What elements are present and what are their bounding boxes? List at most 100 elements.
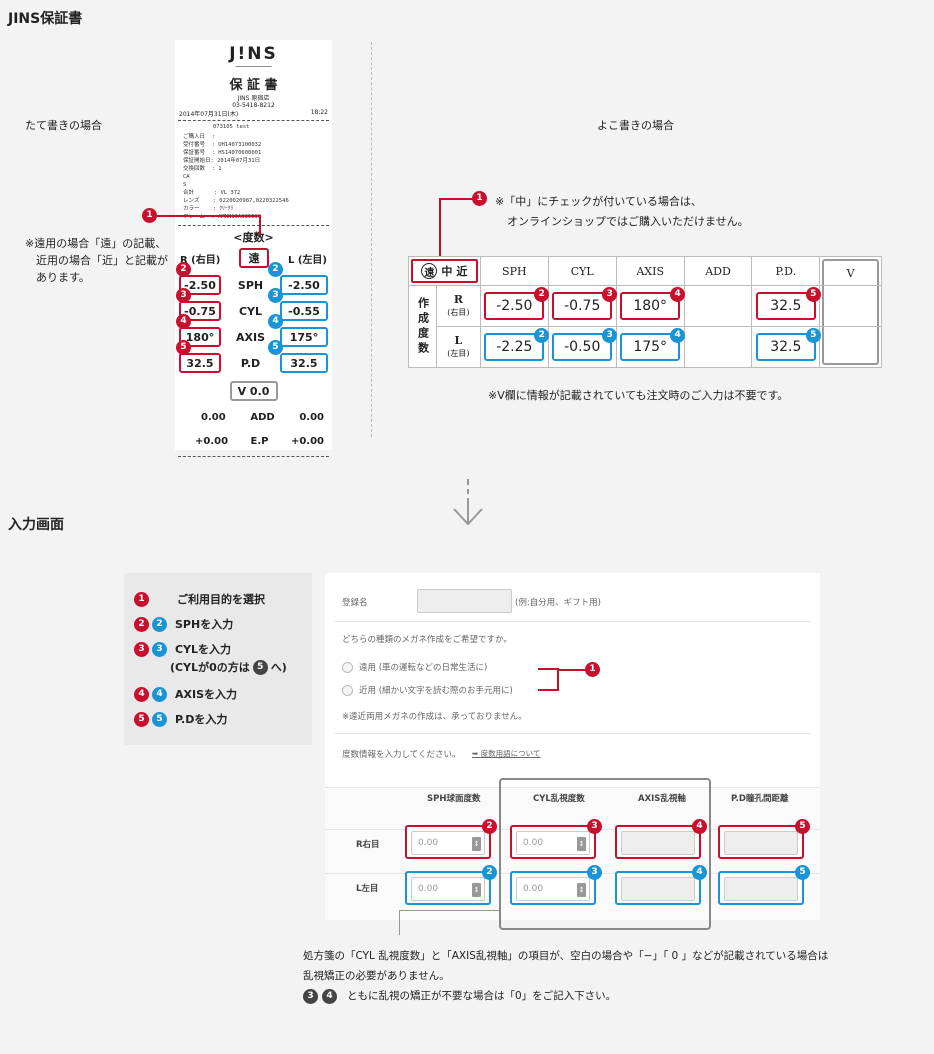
l-cyl-input[interactable]: 0.00↕	[516, 877, 590, 901]
header-v-cell: V	[819, 256, 882, 286]
degree-prompt: 度数情報を入力してください。	[342, 750, 461, 760]
ep-r-value: +0.00	[195, 436, 229, 447]
no-bifocal-note: ※遠近両用メガネの作成は、承っておりません。	[342, 712, 527, 722]
r-axis-input[interactable]	[621, 831, 695, 855]
receipt-divider	[178, 225, 329, 226]
receipt-detail-line: 合計 : VL 372	[183, 190, 241, 196]
step-text: P.Dを入力	[175, 713, 228, 726]
bottom-note: 処方箋の「CYL 乱視度数」と「AXIS乱視軸」の項目が、空白の場合や「−」「 …	[303, 946, 828, 1006]
receipt-date-row: 2014年07月31日(木) 18:22	[175, 109, 332, 118]
receipt-store: JINS 原宿店	[237, 95, 270, 102]
receipt-detail-line: ご購入日 :	[183, 134, 215, 140]
horizontal-note-line: ※「中」にチェックが付いている場合は、	[495, 195, 702, 208]
far-radio[interactable]	[342, 661, 353, 673]
callout-line	[157, 215, 261, 217]
l-sph-input[interactable]: 0.00↕	[411, 877, 485, 901]
step-badge: 4	[692, 865, 707, 880]
l-pd-input[interactable]	[724, 877, 798, 901]
name-input[interactable]	[417, 589, 512, 613]
degree-link-text[interactable]: 度数用語について	[480, 749, 541, 758]
spinner-icon[interactable]: ↕	[472, 837, 481, 851]
step-badge: 2	[534, 287, 550, 302]
degree-link[interactable]: ➥ 度数用語について	[472, 749, 541, 758]
r-pd-input[interactable]	[724, 831, 798, 855]
step-badge: 5	[795, 865, 810, 880]
r-sph-input[interactable]: 0.00↕	[411, 831, 485, 855]
callout-line	[439, 198, 473, 200]
receipt-detail-line: 保証番号 : HS14070600001	[183, 150, 262, 156]
receipt-detail-line: フレーム : AMNN13A385E96	[183, 214, 262, 220]
right-value: 32.5	[179, 353, 221, 373]
step-badge: 2	[134, 616, 149, 632]
right-eye-label: R (右目)	[180, 254, 221, 266]
step-3-note: (CYLが0の方は 5 へ)	[170, 659, 287, 675]
mid-marker: 中	[441, 265, 453, 278]
row-l-label: L左目	[356, 884, 379, 894]
step-badge: 5	[805, 287, 821, 302]
add-label: ADD	[250, 412, 275, 423]
receipt-time: 18:22	[310, 109, 328, 116]
step-badge: 4	[692, 819, 707, 834]
callout-1-horizontal: 1	[439, 191, 487, 257]
step-badge-1: 1	[585, 662, 600, 677]
option-near[interactable]: 近用 (細かい文字を読む際のお手元用に)	[342, 684, 513, 696]
bottom-note-line: 乱視矯正の必要がありません。	[303, 970, 450, 982]
steps-panel: 1 ご利用目的を選択 2 2 SPHを入力 3 3 CYLを入力 (CYLが0の…	[124, 573, 312, 745]
horizontal-note: ※「中」にチェックが付いている場合は、 オンラインショップではご購入いただけませ…	[495, 192, 749, 232]
add-row: 0.00 ADD 0.00	[175, 412, 332, 423]
value-box: 180°4	[620, 287, 686, 320]
side-label: 作成度数	[408, 285, 437, 368]
option-far[interactable]: 遠用 (車の運転などの日常生活に)	[342, 661, 487, 673]
l-pd-field: 5	[718, 865, 810, 905]
receipt-detail-line: 交換回数 : 1	[183, 166, 222, 172]
step-badge: 3	[602, 328, 618, 343]
step-badge: 5	[134, 711, 149, 727]
v-cell	[819, 285, 882, 327]
step-text: CYLを入力	[175, 643, 232, 656]
spinner-icon[interactable]: ↕	[472, 883, 481, 897]
l-axis-input[interactable]	[621, 877, 695, 901]
step-badge: 2	[176, 262, 191, 277]
step-badge: 2	[152, 616, 167, 632]
step-badge: 4	[322, 988, 337, 1004]
spinner-icon[interactable]: ↕	[577, 837, 586, 851]
r-cyl-input[interactable]: 0.00↕	[516, 831, 590, 855]
value-cell-axis: 175°4	[615, 326, 686, 368]
l-sph-field: 0.00↕2	[405, 865, 497, 905]
left-value: -2.50	[279, 275, 328, 295]
header-axis: AXIS	[615, 256, 685, 286]
section-title-warranty: JINS保証書	[8, 11, 83, 27]
v-cell	[819, 326, 882, 368]
receipt-detail-line: CA	[183, 174, 190, 180]
value-box: 175°4	[620, 328, 686, 361]
bottom-note-line: 3 4 ともに乱視の矯正が不要な場合は「0」をご記入下さい。	[303, 986, 828, 1006]
step-2: 2 2 SPHを入力	[134, 616, 233, 632]
horizontal-label: よこ書きの場合	[597, 119, 674, 132]
spinner-icon[interactable]: ↕	[577, 883, 586, 897]
divider	[371, 42, 372, 437]
step-badge: 4	[134, 686, 149, 702]
step-badge: 4	[152, 686, 167, 702]
far-marker-circled: 遠	[421, 263, 438, 279]
v-row: V 0.0	[175, 381, 332, 401]
v-value: V 0.0	[229, 381, 278, 401]
row-label: AXIS	[235, 330, 265, 344]
down-arrow-icon	[452, 477, 484, 532]
receipt-detail-line: 保証開始日: 2014年07月31日	[183, 158, 261, 164]
v-footnote: ※V欄に情報が記載されていても注文時のご入力は不要です。	[488, 389, 789, 402]
near-radio[interactable]	[342, 684, 353, 696]
step-badge: 3	[176, 288, 191, 303]
header-cyl: CYL	[547, 256, 617, 286]
step-badge: 3	[134, 641, 149, 657]
